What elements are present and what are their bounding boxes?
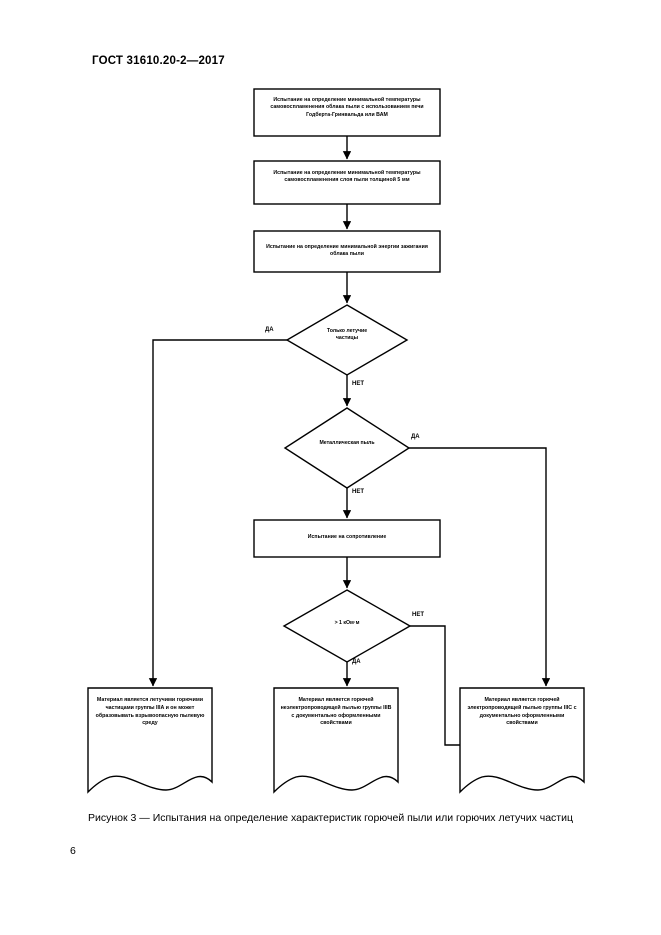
standard-header: ГОСТ 31610.20-2—2017 [92,55,225,67]
process-box-test-autoignition-cloud: Испытание на определение минимальной тем… [270,97,424,118]
branch-label-resistivity-no: НЕТ [412,612,424,618]
decision-resistivity: > 1 кОм·м [334,620,360,626]
result-box-group-iiia: Материал является летучими горючими част… [95,697,205,727]
branch-label-metal-dust-no: НЕТ [352,489,364,495]
decision-only-flyings: Только летучие частицы [326,328,368,342]
branch-label-only-flyings-yes: ДА [265,327,274,333]
result-box-group-iiib: Материал является горючей неэлектропрово… [280,697,392,727]
decision-metal-dust: Металлическая пыль [319,440,375,446]
process-box-test-min-ignition-energy: Испытание на определение минимальной эне… [266,244,428,258]
branch-label-metal-dust-yes: ДА [411,434,420,440]
figure-caption: Рисунок 3 — Испытания на определение хар… [88,812,573,824]
process-box-test-autoignition-layer: Испытание на определение минимальной тем… [273,170,421,184]
process-box-test-resistance: Испытание на сопротивление [307,534,387,540]
branch-label-resistivity-yes: ДА [352,659,361,665]
branch-label-only-flyings-no: НЕТ [352,381,364,387]
page-number: 6 [70,845,76,857]
result-box-group-iiic: Материал является горючей электропроводя… [467,697,577,727]
